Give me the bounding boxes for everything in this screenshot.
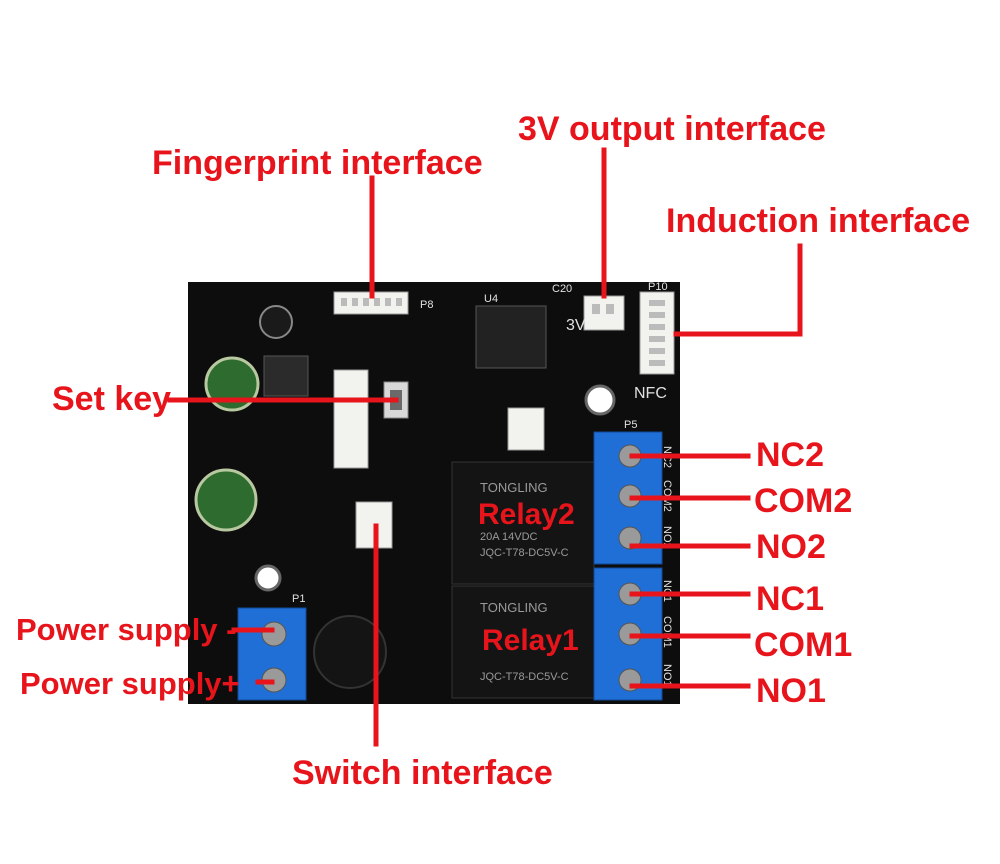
- com2-label: COM2: [754, 482, 853, 520]
- relay2-model: JQC-T78-DC5V-C: [480, 547, 569, 559]
- relay1-brand: TONGLING: [480, 600, 548, 615]
- relay2-brand: TONGLING: [480, 480, 548, 495]
- relay2-label: Relay2: [478, 498, 575, 531]
- mounting-hole: [584, 384, 616, 416]
- com1-label: COM1: [754, 626, 853, 664]
- output-3v-interface-label: 3V output interface: [518, 110, 826, 148]
- buzzer: [313, 615, 387, 689]
- set-key-label: Set key: [52, 380, 172, 418]
- power-supply-plus-label: Power supply+: [20, 666, 240, 701]
- relay1-label: Relay1: [482, 624, 579, 657]
- power-minus-screw: [261, 621, 287, 647]
- relay-2: [451, 461, 595, 585]
- silk-p10: P10: [648, 281, 668, 293]
- silk-nfc: NFC: [634, 385, 667, 402]
- no2-label: NO2: [756, 528, 826, 566]
- silk-3v: 3V: [566, 317, 586, 334]
- extension-connector: [333, 369, 369, 469]
- capacitor: [204, 356, 260, 412]
- silk-no2: NO2: [661, 526, 673, 549]
- switch-interface-label: Switch interface: [292, 754, 553, 792]
- induction-leader: [673, 243, 803, 337]
- relay-1: [451, 585, 595, 699]
- silk-com1: COM1: [661, 616, 673, 648]
- nc2-label: NC2: [756, 436, 825, 474]
- silk-c20: C20: [552, 283, 572, 295]
- inductor: [263, 355, 309, 397]
- silk-nc1: NC1: [661, 580, 673, 602]
- silk-p1: P1: [292, 593, 305, 605]
- relay2-rating: 20A 14VDC: [480, 531, 538, 543]
- mounting-hole: [254, 564, 282, 592]
- silk-p5: P5: [624, 419, 637, 431]
- backup-connector: [507, 407, 545, 451]
- silk-no1: NO1: [661, 664, 673, 687]
- silk-p8: P8: [420, 299, 433, 311]
- power-supply-minus-label: Power supply -: [16, 612, 237, 647]
- induction-interface-label: Induction interface: [666, 202, 971, 240]
- mcu-chip: [475, 305, 547, 369]
- capacitor: [259, 305, 293, 339]
- no1-label: NO1: [756, 672, 826, 710]
- output-3v-connector: [583, 295, 625, 331]
- relay1-model: JQC-T78-DC5V-C: [480, 671, 569, 683]
- fingerprint-interface-label: Fingerprint interface: [152, 144, 483, 182]
- nc1-label: NC1: [756, 580, 825, 618]
- capacitor: [194, 468, 258, 532]
- silk-u4: U4: [484, 293, 498, 305]
